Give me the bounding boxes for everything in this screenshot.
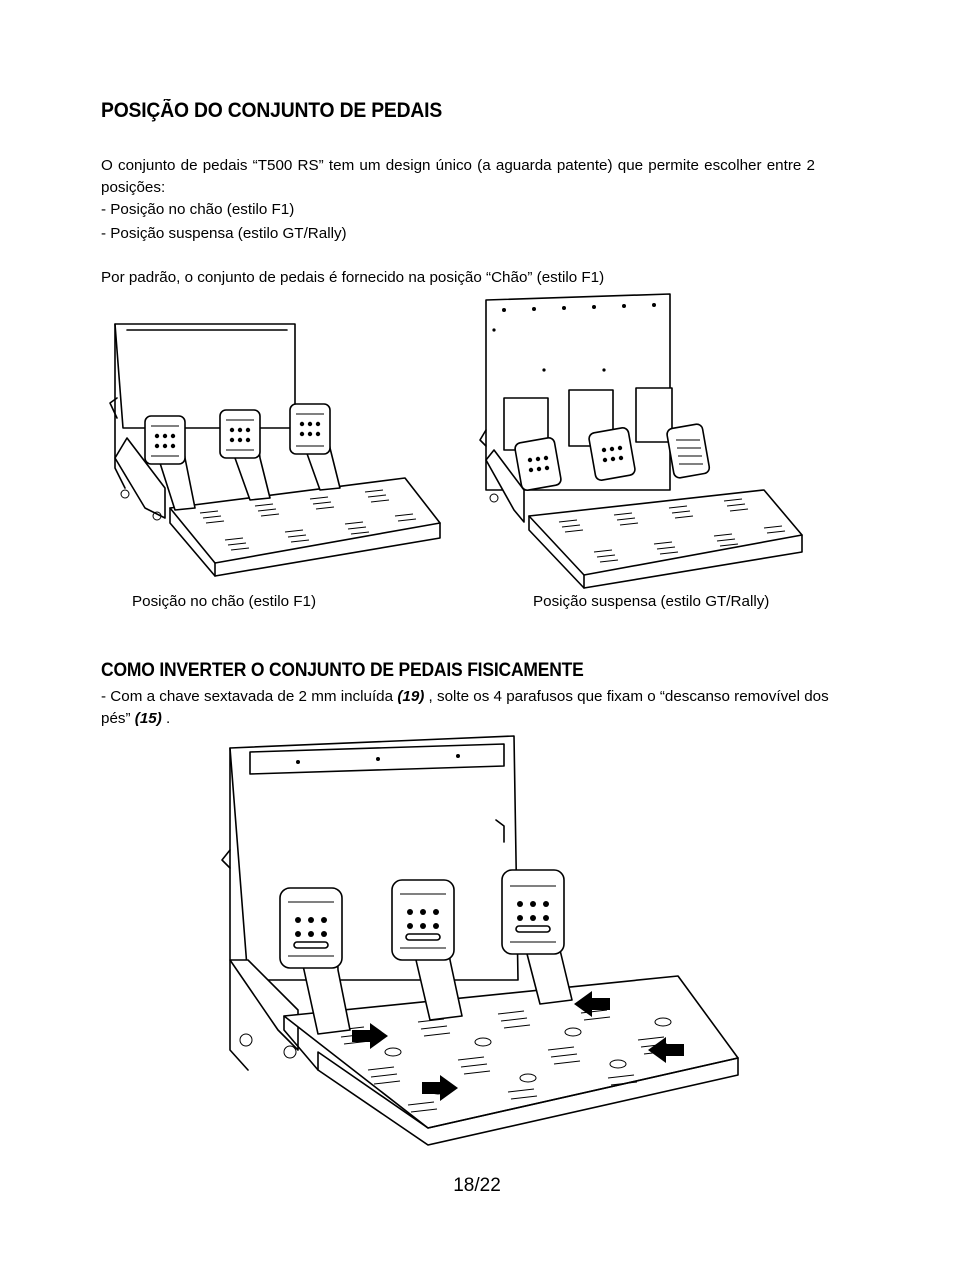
pedal-set-floor-illustration: [109, 323, 441, 577]
default-position-note: Por padrão, o conjunto de pedais é forne…: [101, 269, 605, 286]
caption-suspended-position: Posição suspensa (estilo GT/Rally): [533, 593, 770, 610]
instruction-text-1: - Com a chave sextavada de 2 mm incluída: [101, 688, 398, 705]
ref-footrest: (15): [134, 710, 162, 727]
ref-hex-key: (19): [397, 688, 425, 705]
caption-floor-position: Posição no chão (estilo F1): [132, 593, 317, 610]
instruction-text-2: , solte os 4 parafusos que fixam o “desc…: [101, 688, 829, 727]
section-title-pedal-position: POSIÇÃO DO CONJUNTO DE PEDAIS: [101, 99, 443, 122]
pedal-set-suspended-illustration: [479, 293, 803, 589]
arrow-icon: [422, 1075, 458, 1101]
intro-paragraph: O conjunto de pedais “T500 RS” tem um de…: [101, 157, 815, 196]
arrow-icon: [648, 1037, 684, 1063]
arrow-icon: [574, 991, 610, 1017]
section-title-invert-pedals: COMO INVERTER O CONJUNTO DE PEDAIS FISIC…: [101, 660, 584, 681]
arrow-icon: [352, 1023, 388, 1049]
option-suspended: - Posição suspensa (estilo GT/Rally): [101, 225, 347, 242]
pedal-set-screw-arrows-illustration: [221, 735, 739, 1146]
instruction-text-3: .: [161, 710, 171, 727]
instruction-paragraph: - Com a chave sextavada de 2 mm incluída…: [101, 686, 861, 730]
page-number: 18/22: [453, 1175, 501, 1196]
option-floor: - Posição no chão (estilo F1): [101, 201, 295, 218]
